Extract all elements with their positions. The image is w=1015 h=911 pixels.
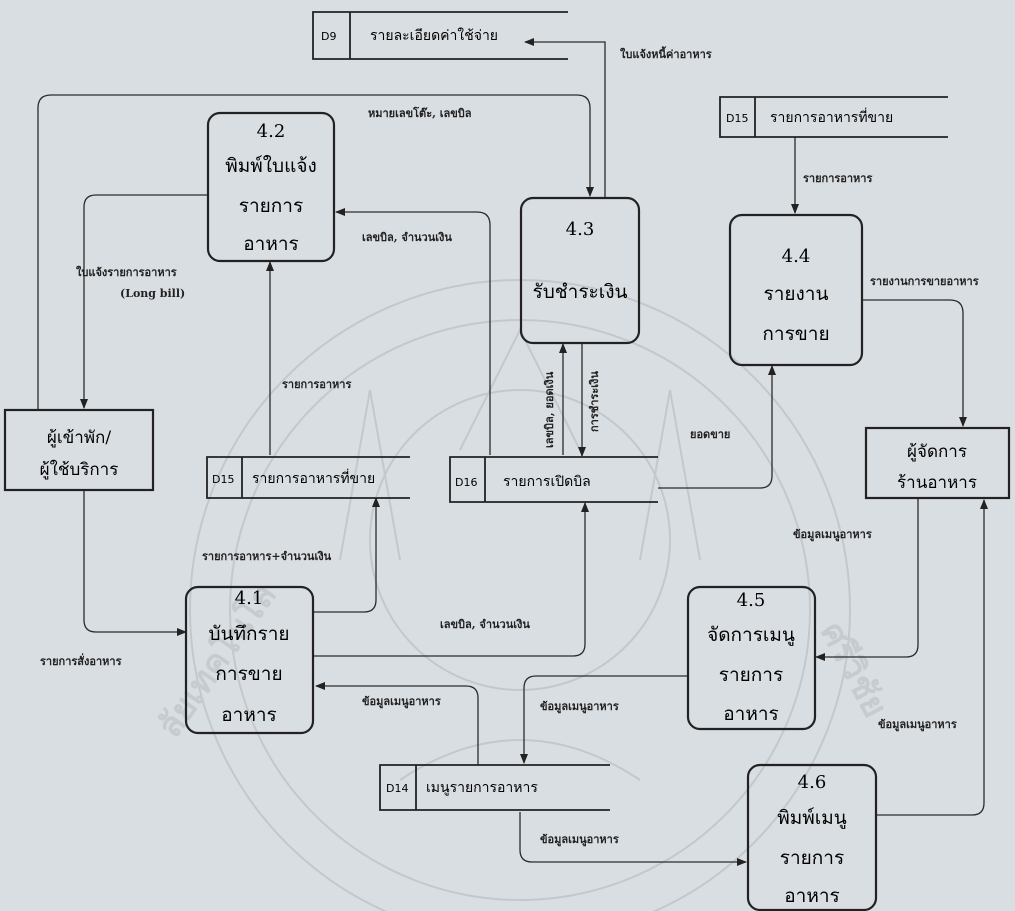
datastore-d16-name: รายการเปิดบิล [503, 474, 591, 490]
datastore-d14-id: D14 [386, 782, 408, 795]
process-4-1-line-3: อาหาร [221, 704, 276, 726]
flow-labels: ใบแจ้งหนี้ค่าอาหาร หมายเลขโต๊ะ, เลขบิล ร… [40, 46, 979, 847]
process-4-5-line-1: จัดการเมนู [707, 624, 795, 646]
process-4-4-line-2: การขาย [762, 323, 829, 345]
datastore-d15-top-name: รายการอาหารที่ขาย [770, 108, 893, 126]
process-4-2-line-1: พิมพ์ใบแจ้ง [225, 155, 317, 177]
process-4-6-line-1: พิมพ์เมนู [777, 807, 847, 829]
process-4-5-number: 4.5 [737, 590, 766, 611]
datastore-d9-shape [312, 11, 568, 60]
flow-45-to-d14 [520, 675, 688, 764]
process-4-2-line-2: รายการ [239, 195, 303, 217]
datastore-d14-shape [379, 764, 610, 811]
process-4-1-box [184, 585, 315, 735]
label-payment: การชำระเงิน [588, 371, 601, 432]
entity-guest-line-2: ผู้ใช้บริการ [40, 459, 119, 480]
process-4-2-line-3: อาหาร [243, 233, 298, 255]
process-4-1-number: 4.1 [235, 588, 264, 609]
process-4-5-line-3: อาหาร [723, 703, 778, 725]
label-long-bill-1: ใบแจ้งรายการอาหาร [76, 265, 177, 279]
svg-text:ศรีวิชัย: ศรีวิชัย [812, 615, 895, 724]
process-4-2-number: 4.2 [257, 121, 286, 142]
entity-manager-line-2: ร้านอาหาร [897, 473, 977, 493]
external-entities: ผู้เข้าพัก/ ผู้ใช้บริการ ผู้จัดการ ร้านอ… [3, 408, 1011, 500]
datastore-d15-mid-shape [206, 456, 410, 499]
process-4-2-box [206, 111, 336, 263]
flow-guest-to-41 [83, 490, 187, 636]
process-4-6-box [746, 763, 878, 911]
label-bill-amount-42: เลขบิล, จำนวนเงิน [362, 231, 452, 244]
datastore-d15-mid-id: D15 [212, 473, 234, 486]
label-menu-info-manager: ข้อมูลเมนูอาหาร [793, 528, 872, 542]
datastore-d15-mid-name: รายการอาหารที่ขาย [252, 469, 375, 487]
data-flows [37, 38, 988, 866]
flow-43-to-d9 [524, 38, 606, 198]
label-menu-info-d14: ข้อมูลเมนูอาหาร [540, 833, 619, 847]
datastore-d9-name: รายละเอียดค่าใช้จ่าย [370, 27, 498, 44]
process-4-1-line-2: การขาย [215, 663, 282, 685]
process-4-3-number: 4.3 [566, 219, 595, 240]
datastore-d16-id: D16 [455, 476, 477, 489]
label-food-list-d15: รายการอาหาร [803, 172, 872, 185]
flow-44-to-manager [862, 299, 967, 427]
label-sales-total: ยอดขาย [690, 428, 730, 441]
flow-42-to-guest [80, 194, 208, 409]
label-sales-report: รายงานการขายอาหาร [870, 275, 979, 288]
datastore-d15-top-shape [719, 96, 948, 138]
process-4-4-box [728, 213, 864, 367]
data-stores: D9 รายละเอียดค่าใช้จ่าย D15 รายการอาหารท… [206, 11, 948, 811]
process-4-3-box [519, 196, 641, 345]
label-menu-info-41: ข้อมูลเมนูอาหาร [362, 695, 441, 709]
datastore-d16-shape [449, 456, 658, 503]
label-food-amount: รายการอาหาร+จำนวนเงิน [202, 550, 332, 563]
flow-d14-to-46 [519, 812, 747, 866]
label-food-list-42: รายการอาหาร [282, 378, 351, 391]
entity-manager-line-1: ผู้จัดการ [907, 442, 967, 462]
datastore-d15-top-id: D15 [726, 112, 748, 125]
label-table-bill: หมายเลขโต๊ะ, เลขบิล [368, 106, 472, 120]
process-4-5-line-2: รายการ [719, 664, 783, 686]
process-4-6-line-3: อาหาร [784, 885, 839, 907]
flow-d16-to-42 [335, 208, 491, 455]
process-4-6-number: 4.6 [798, 772, 827, 793]
datastore-d14-name: เมนูรายการอาหาร [426, 780, 538, 796]
flow-46-to-manager [877, 499, 988, 816]
processes: 4.2 พิมพ์ใบแจ้ง รายการ อาหาร 4.3 รับชำระ… [184, 111, 878, 911]
label-bill-balance: เลขบิล, ยอดเงิน [543, 371, 556, 448]
flow-d16-to-44 [658, 365, 776, 489]
label-invoice-debt: ใบแจ้งหนี้ค่าอาหาร [620, 46, 712, 61]
process-4-4-number: 4.4 [782, 246, 811, 267]
label-menu-info-45: ข้อมูลเมนูอาหาร [540, 700, 619, 714]
entity-guest-box [3, 408, 155, 492]
entity-manager-box [864, 426, 1011, 500]
flow-guest-to-43 [37, 94, 594, 410]
process-4-3-line-1: รับชำระเงิน [533, 281, 628, 303]
label-menu-info-46: ข้อมูลเมนูอาหาร [878, 718, 957, 732]
entity-guest-line-1: ผู้เข้าพัก/ [47, 428, 111, 448]
label-long-bill-2: (Long bill) [120, 287, 185, 300]
process-4-6-line-2: รายการ [780, 847, 844, 869]
datastore-d9-id: D9 [321, 30, 336, 43]
flow-41-to-d15 [313, 497, 380, 613]
process-4-1-line-1: บันทึกราย [208, 623, 289, 645]
label-bill-amount-41: เลขบิล, จำนวนเงิน [440, 618, 530, 631]
flow-41-to-d16 [313, 502, 589, 657]
flow-manager-to-45 [815, 498, 919, 661]
flow-d14-to-41 [315, 682, 479, 765]
process-4-4-line-1: รายงาน [764, 283, 829, 305]
label-order-food: รายการสั่งอาหาร [40, 653, 122, 668]
process-4-5-box [686, 585, 817, 731]
